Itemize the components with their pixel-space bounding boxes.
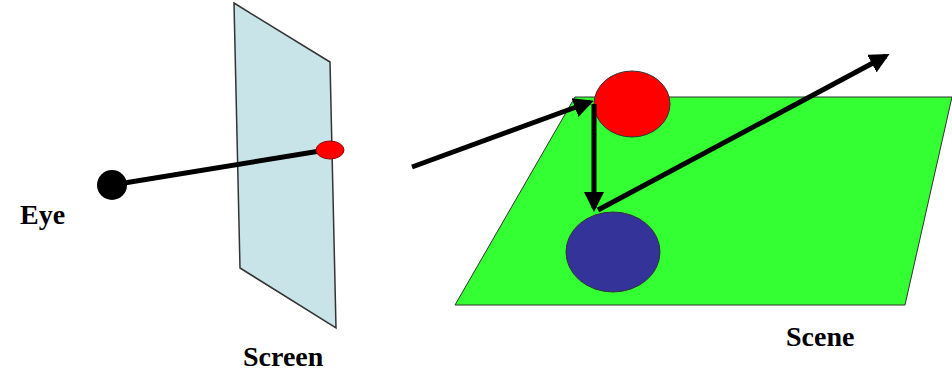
screen-label: Screen	[243, 342, 323, 373]
primary-ray	[412, 102, 590, 167]
pixel-dot	[316, 141, 344, 159]
red-sphere	[594, 71, 670, 137]
eye-point	[97, 170, 127, 200]
scene-label: Scene	[786, 322, 854, 353]
reflected-ray	[598, 56, 886, 210]
eye-label: Eye	[20, 200, 65, 231]
scene-ground	[455, 97, 952, 305]
shadow-ray	[592, 104, 597, 208]
screen-plane	[234, 3, 336, 328]
eye-ray	[112, 151, 320, 185]
blue-sphere	[566, 212, 660, 292]
